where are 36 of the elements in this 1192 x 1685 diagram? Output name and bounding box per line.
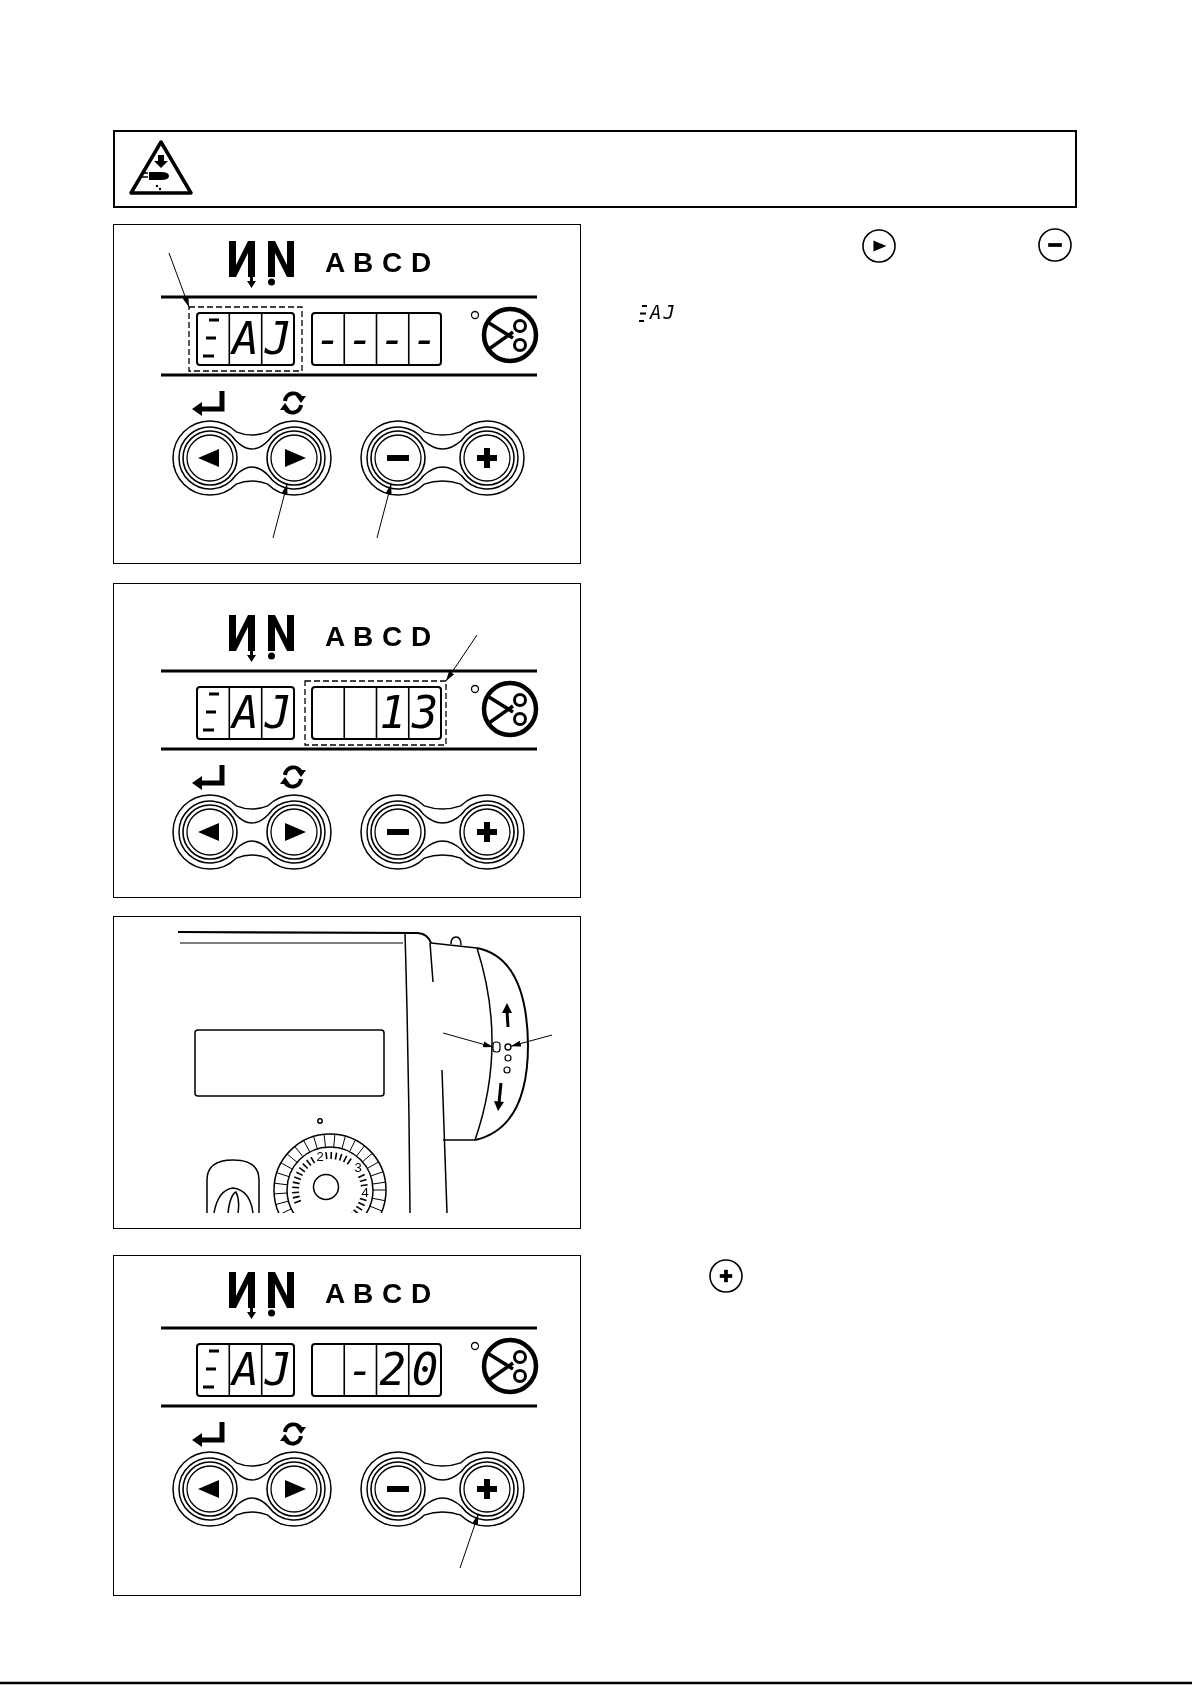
dial-number: 2	[315, 1150, 325, 1164]
display-reading: A	[231, 691, 260, 735]
display-reading: -	[346, 1348, 375, 1392]
minus-key	[370, 430, 426, 486]
display-reading: -	[346, 317, 375, 361]
dial-number: 3	[353, 1161, 363, 1175]
leader-line	[510, 1034, 553, 1047]
index-mark	[492, 1041, 501, 1053]
display-reading: J	[263, 317, 292, 361]
plus-key	[459, 1461, 515, 1517]
leader-line	[442, 1032, 494, 1048]
leader-line	[168, 252, 190, 308]
pattern-letters: A B C D	[325, 1280, 432, 1308]
display-code: AJ	[650, 302, 677, 322]
right-arrow-key	[266, 430, 322, 486]
leader-line	[445, 634, 478, 682]
highlight-frame	[188, 306, 303, 372]
marker-dot	[504, 1043, 512, 1051]
display-reading: 3	[410, 691, 439, 735]
display-reading: -	[314, 317, 343, 361]
display-reading: -	[410, 317, 439, 361]
pattern-letters: A B C D	[325, 623, 432, 651]
leader-line	[459, 1514, 479, 1569]
display-reading: -	[378, 317, 407, 361]
highlight-frame	[304, 680, 447, 746]
leader-line	[272, 483, 288, 539]
display-reading: 1	[378, 691, 407, 735]
dial-number: 4	[360, 1186, 370, 1200]
pattern-letters: A B C D	[325, 249, 432, 277]
leader-line	[376, 483, 392, 539]
display-reading: J	[263, 691, 292, 735]
display-reading: A	[231, 317, 260, 361]
display-reading: J	[263, 1348, 292, 1392]
display-reading: 2	[378, 1348, 407, 1392]
display-reading: 0	[410, 1348, 439, 1392]
display-reading: A	[231, 1348, 260, 1392]
